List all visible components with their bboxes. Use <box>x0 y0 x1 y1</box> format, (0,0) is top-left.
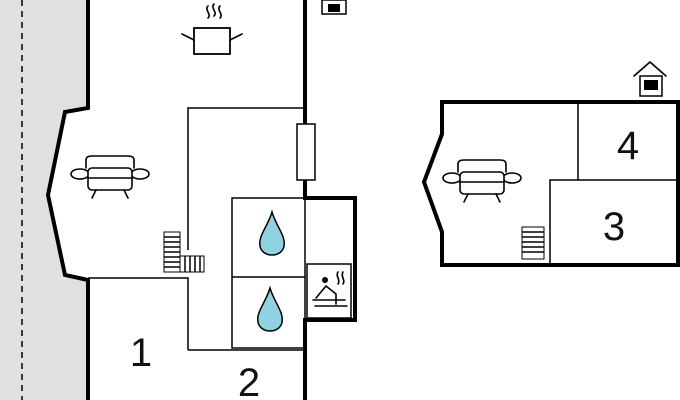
main-building-walls <box>45 0 357 400</box>
house-icon <box>633 61 667 97</box>
bathroom-drop-icon <box>257 285 283 332</box>
window-icon <box>296 123 316 181</box>
interior-walls <box>88 107 352 351</box>
room-number-4: 4 <box>617 124 639 168</box>
bathroom-drop-icon <box>259 209 285 256</box>
annex-building-walls <box>421 100 680 267</box>
stairs-icon <box>163 231 205 273</box>
room-number-3: 3 <box>603 205 625 249</box>
house-icon-top <box>321 0 347 15</box>
kitchen-pot-icon <box>181 3 243 55</box>
sofa-icon <box>70 155 150 199</box>
room-number-2: 2 <box>238 361 260 400</box>
stairs-icon <box>521 226 545 260</box>
sauna-icon <box>312 271 348 307</box>
room-number-1: 1 <box>130 331 152 375</box>
terrace <box>0 0 88 400</box>
sofa-icon <box>442 159 522 203</box>
